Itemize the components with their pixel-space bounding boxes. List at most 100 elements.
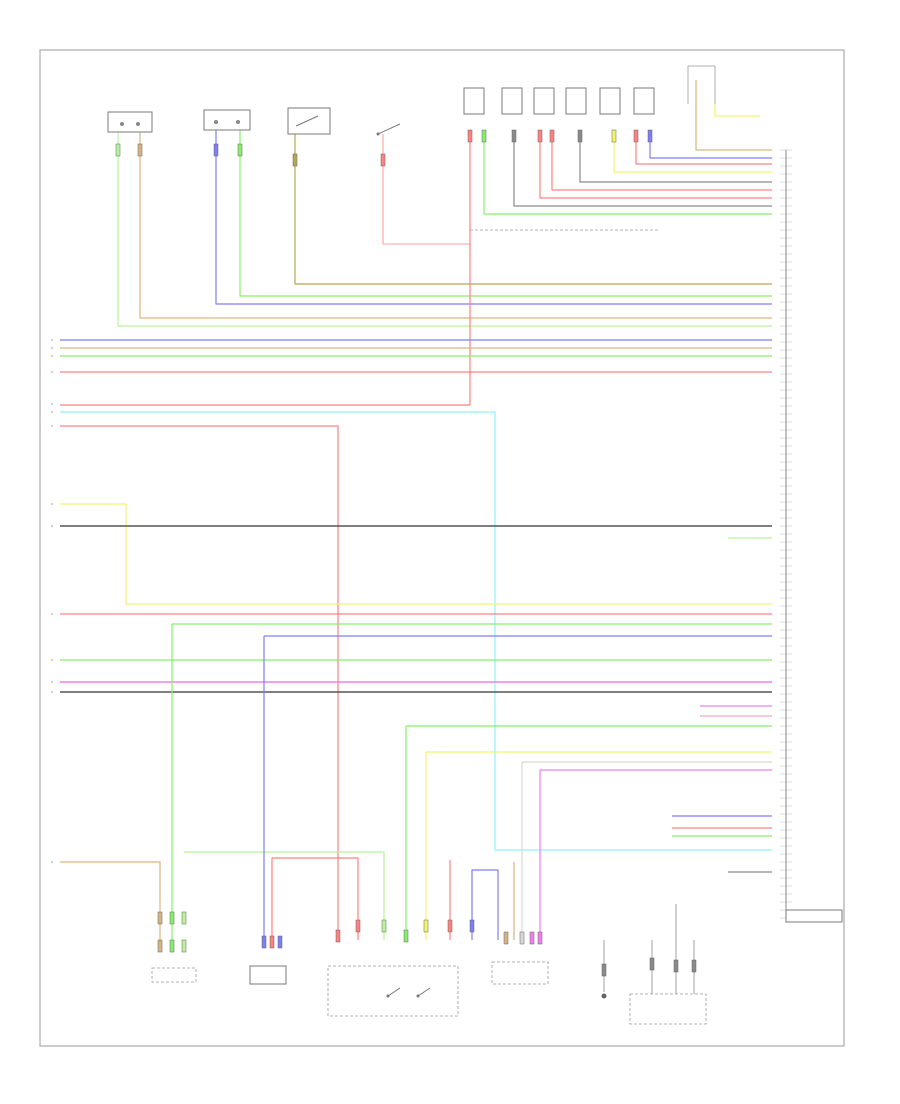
left-bus-tick-10	[51, 613, 53, 615]
connector-pin-27	[381, 919, 387, 933]
bottom-module-right	[629, 993, 707, 1025]
connector-pin-6	[380, 153, 386, 167]
wire-switch4	[382, 134, 470, 245]
connector-pin-29	[423, 919, 429, 933]
wire-relay-3	[539, 140, 772, 199]
left-bus-tick-6	[51, 411, 53, 413]
connector-pin-23	[269, 935, 275, 949]
left-bus-ticks	[51, 339, 53, 863]
bus-cyan-412	[60, 411, 772, 851]
wire-sensor2-a	[215, 130, 772, 305]
switch-top-3	[287, 107, 331, 135]
switch-top-4	[376, 123, 401, 136]
relay-4	[565, 87, 587, 115]
connector-pin-3	[213, 143, 219, 157]
left-bus-tick-2	[51, 347, 53, 349]
left-bus-tick-11	[51, 659, 53, 661]
connector-pin-39	[691, 959, 697, 973]
left-bus-tick-8	[51, 503, 53, 505]
left-bus-tick-4	[51, 371, 53, 373]
bottom-ground	[601, 993, 607, 999]
diagram-frame	[39, 49, 845, 1047]
left-bus-tick-9	[51, 525, 53, 527]
left-bus-tick-3	[51, 355, 53, 357]
connector-pin-1	[115, 143, 121, 157]
connector-pin-17	[169, 911, 175, 925]
connector-pin-35	[537, 931, 543, 945]
connector-pin-24	[277, 935, 283, 949]
bottom-sensor-4	[491, 961, 549, 985]
connector-pin-33	[519, 931, 525, 945]
drop-green-184	[184, 851, 385, 940]
wire-relay-5	[613, 140, 772, 173]
connector-pin-36	[601, 963, 607, 977]
connector-pin-7	[467, 129, 473, 143]
connector-pin-28	[403, 929, 409, 943]
connector-pin-14	[633, 129, 639, 143]
connector-pin-20	[169, 939, 175, 953]
wire-relay-2	[513, 140, 772, 207]
connector-pin-26	[355, 919, 361, 933]
pin-layer	[115, 129, 792, 977]
left-bus-tick-1	[51, 339, 53, 341]
wire-sensor1-b	[139, 132, 772, 319]
bottom-sensor-2	[249, 965, 287, 985]
sensor-top-2	[203, 109, 251, 131]
connector-pin-11	[549, 129, 555, 143]
sensor-top-1	[107, 111, 153, 133]
connector-pin-32	[503, 931, 509, 945]
connector-pin-34	[529, 931, 535, 945]
bottom-switch-block	[327, 965, 459, 1017]
connector-pin-10	[537, 129, 543, 143]
wire-relay-4	[579, 140, 772, 183]
junction-top-right	[687, 65, 716, 104]
relay-3	[533, 87, 555, 115]
connector-pin-8	[481, 129, 487, 143]
left-bus-tick-5	[51, 403, 53, 405]
wire-junction-b	[714, 104, 760, 117]
connector-pin-5	[292, 153, 298, 167]
drop-red-272	[271, 857, 359, 940]
connector-pin-31	[469, 919, 475, 933]
wire-layer	[60, 80, 772, 994]
connector-pin-2	[137, 143, 143, 157]
connector-pin-22	[261, 935, 267, 949]
left-bus-tick-13	[51, 691, 53, 693]
connector-pin-37	[649, 957, 655, 971]
relay-5	[599, 87, 621, 115]
bus-tan-862	[60, 861, 161, 940]
relay-2	[501, 87, 523, 115]
connector-pin-30	[447, 919, 453, 933]
connector-pin-25	[335, 929, 341, 943]
relay-block	[463, 87, 655, 115]
drop-blue-472	[471, 869, 499, 940]
wire-junction	[695, 80, 772, 151]
wire-relay-1	[60, 140, 471, 406]
connector-pin-19	[157, 939, 163, 953]
wire-relay-6b	[649, 140, 772, 159]
wire-sensor1-a	[117, 132, 772, 327]
connector-pin-12	[577, 129, 583, 143]
connector-pin-18	[181, 911, 187, 925]
left-bus-tick-12	[51, 681, 53, 683]
bus-red-426	[60, 425, 339, 940]
connector-pin-16	[157, 911, 163, 925]
connector-pin-15	[647, 129, 653, 143]
left-bus-tick-7	[51, 425, 53, 427]
connector-pin-38	[673, 959, 679, 973]
left-bus-tick-14	[51, 861, 53, 863]
connector-pin-13	[611, 129, 617, 143]
wire-relay-6	[635, 140, 772, 165]
connector-pin-4	[237, 143, 243, 157]
wire-relay-3b	[551, 140, 772, 191]
connector-pin-9	[511, 129, 517, 143]
control-module	[785, 909, 843, 923]
connector-pin-21	[181, 939, 187, 953]
relay-1	[463, 87, 485, 115]
wire-sensor2-b	[239, 130, 772, 297]
bottom-sensor-1	[151, 967, 197, 983]
wire-switch3	[294, 134, 772, 285]
bus-yellow-500	[60, 503, 772, 605]
